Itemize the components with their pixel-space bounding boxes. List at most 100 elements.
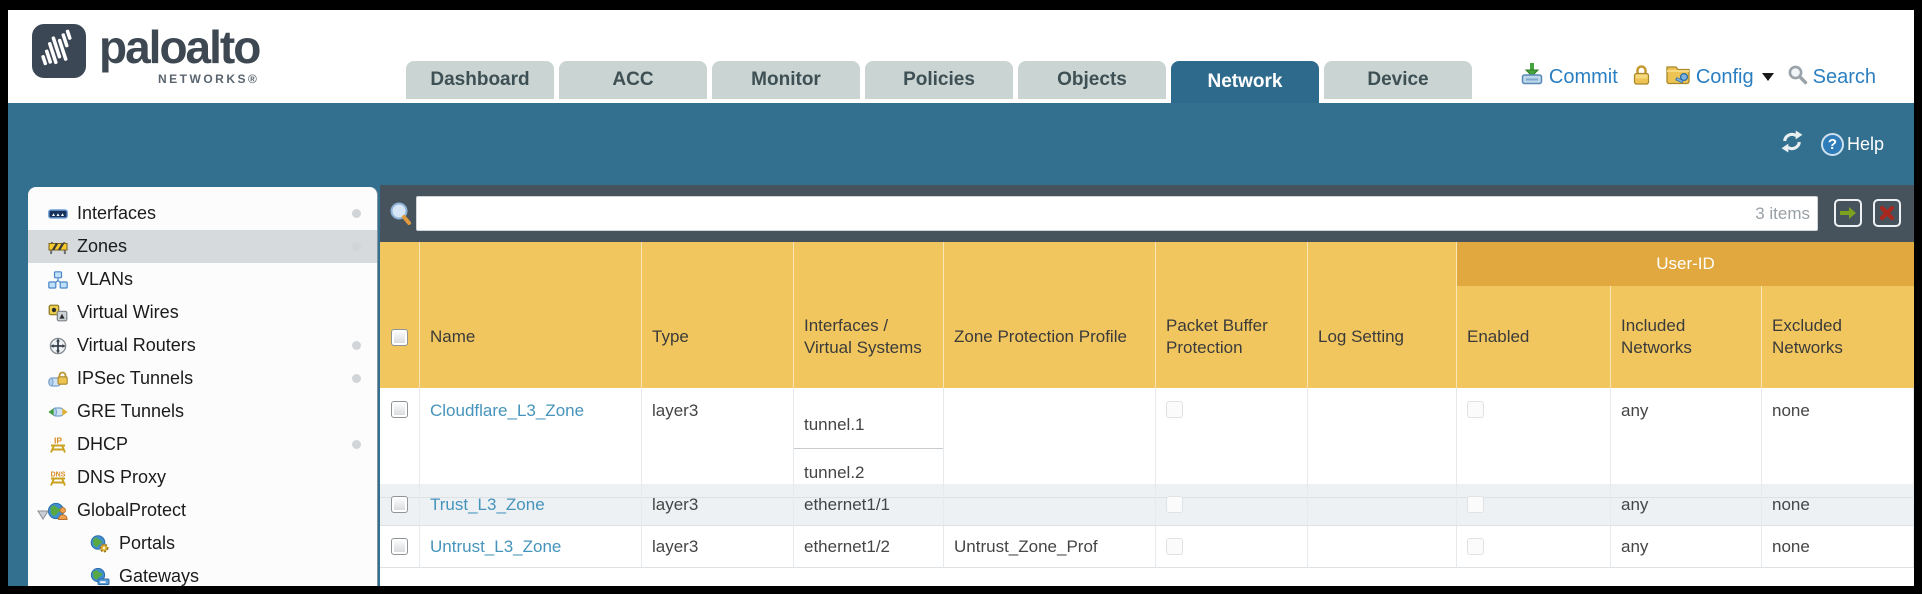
sidebar-item-gateways[interactable]: Gateways bbox=[28, 560, 377, 586]
item-dot bbox=[352, 374, 361, 383]
interface-entry: tunnel.2 bbox=[804, 463, 865, 482]
packet-buffer-checkbox[interactable] bbox=[1166, 538, 1183, 555]
sidebar-item-dns-proxy[interactable]: DNS DNS Proxy bbox=[28, 461, 377, 494]
cell-packet-buffer-protection bbox=[1156, 388, 1308, 498]
filter-input[interactable] bbox=[416, 196, 1818, 231]
dhcp-icon: IP bbox=[48, 436, 68, 454]
sidebar-item-vlans[interactable]: VLANs bbox=[28, 263, 377, 296]
commit-icon bbox=[1520, 62, 1544, 92]
cell-log-setting bbox=[1308, 388, 1457, 498]
cell-interfaces: tunnel.1 tunnel.2 bbox=[794, 388, 944, 498]
cell-excluded-networks: none bbox=[1762, 388, 1914, 498]
cell-included-networks: any bbox=[1611, 526, 1762, 568]
user-id-enabled-checkbox[interactable] bbox=[1467, 538, 1484, 555]
zones-table: User-ID Name Type Interfaces / Virtual S… bbox=[380, 242, 1914, 568]
cell-user-id-enabled bbox=[1457, 484, 1611, 526]
tab-network[interactable]: Network bbox=[1171, 61, 1319, 103]
filter-bar: 3 items bbox=[380, 185, 1914, 242]
sidebar-item-gre-tunnels[interactable]: GRE Tunnels bbox=[28, 395, 377, 428]
zone-name-link[interactable]: Cloudflare_L3_Zone bbox=[430, 401, 585, 420]
cell-zone-protection-profile: Untrust_Zone_Prof bbox=[944, 526, 1156, 568]
clear-filter-button[interactable] bbox=[1873, 199, 1901, 227]
refresh-icon[interactable] bbox=[1779, 130, 1805, 158]
packet-buffer-checkbox[interactable] bbox=[1166, 496, 1183, 513]
sidebar-item-portals[interactable]: Portals bbox=[28, 527, 377, 560]
sidebar-item-globalprotect[interactable]: GlobalProtect bbox=[28, 494, 377, 527]
cell-zone-protection-profile bbox=[944, 388, 1156, 498]
sidebar-item-dhcp[interactable]: IP DHCP bbox=[28, 428, 377, 461]
cell-name: Untrust_L3_Zone bbox=[420, 526, 642, 568]
user-id-enabled-checkbox[interactable] bbox=[1467, 496, 1484, 513]
item-count-label: 3 items bbox=[1755, 204, 1810, 223]
band-toolbar: ? Help bbox=[1779, 103, 1884, 185]
column-header-interfaces[interactable]: Interfaces / Virtual Systems bbox=[794, 242, 944, 388]
tab-dashboard[interactable]: Dashboard bbox=[406, 61, 554, 99]
help-icon: ? bbox=[1820, 132, 1844, 156]
commit-button[interactable]: Commit bbox=[1520, 62, 1618, 92]
zone-name-link[interactable]: Untrust_L3_Zone bbox=[430, 536, 562, 556]
main-tab-bar: Dashboard ACC Monitor Policies Objects N… bbox=[406, 61, 1472, 103]
column-header-log-setting[interactable]: Log Setting bbox=[1308, 242, 1457, 388]
vlans-icon bbox=[48, 270, 68, 289]
column-header-included-networks[interactable]: Included Networks bbox=[1611, 242, 1762, 388]
main-content: 3 items User-ID Name Type Interfac bbox=[380, 185, 1914, 586]
network-sidebar: Interfaces Zones bbox=[28, 187, 378, 586]
sidebar-item-virtual-routers[interactable]: Virtual Routers bbox=[28, 329, 377, 362]
paloalto-logo: paloalto NETWORKS® bbox=[32, 21, 261, 86]
gre-tunnels-icon bbox=[48, 403, 68, 421]
lock-icon[interactable] bbox=[1631, 63, 1652, 92]
column-header-zone-protection-profile[interactable]: Zone Protection Profile bbox=[944, 242, 1156, 388]
interface-entry: tunnel.1 bbox=[794, 401, 943, 449]
sidebar-item-virtual-wires[interactable]: Virtual Wires bbox=[28, 296, 377, 329]
cell-type: layer3 bbox=[642, 484, 794, 526]
globalprotect-icon bbox=[48, 502, 68, 520]
select-all-checkbox[interactable] bbox=[391, 328, 408, 346]
row-checkbox[interactable] bbox=[391, 496, 408, 513]
sidebar-item-ipsec-tunnels[interactable]: IPSec Tunnels bbox=[28, 362, 377, 395]
column-header-enabled[interactable]: Enabled bbox=[1457, 242, 1611, 388]
global-search[interactable]: Search bbox=[1787, 64, 1876, 91]
zone-name-link[interactable]: Trust_L3_Zone bbox=[430, 494, 545, 514]
column-header-packet-buffer-protection[interactable]: Packet Buffer Protection bbox=[1156, 242, 1308, 388]
tab-monitor[interactable]: Monitor bbox=[712, 61, 860, 99]
gateways-icon bbox=[90, 567, 110, 586]
table-row: Trust_L3_Zone layer3 ethernet1/1 any non… bbox=[380, 484, 1914, 526]
cell-included-networks: any bbox=[1611, 484, 1762, 526]
config-icon bbox=[1665, 62, 1691, 92]
filter-search-icon bbox=[389, 201, 413, 232]
interfaces-icon bbox=[48, 205, 68, 223]
packet-buffer-checkbox[interactable] bbox=[1166, 401, 1183, 418]
row-checkbox-cell bbox=[380, 388, 420, 498]
item-dot bbox=[352, 242, 361, 251]
top-bar: paloalto NETWORKS® Dashboard ACC Monitor… bbox=[8, 10, 1914, 103]
tab-objects[interactable]: Objects bbox=[1018, 61, 1166, 99]
virtual-routers-icon bbox=[48, 337, 68, 355]
config-dropdown[interactable]: Config bbox=[1665, 62, 1774, 92]
tab-device[interactable]: Device bbox=[1324, 61, 1472, 99]
sidebar-item-interfaces[interactable]: Interfaces bbox=[28, 197, 377, 230]
tab-policies[interactable]: Policies bbox=[865, 61, 1013, 99]
help-button[interactable]: ? Help bbox=[1820, 132, 1884, 156]
tab-acc[interactable]: ACC bbox=[559, 61, 707, 99]
expander-caret-icon[interactable] bbox=[37, 504, 49, 520]
cell-packet-buffer-protection bbox=[1156, 526, 1308, 568]
header-checkbox-cell bbox=[380, 242, 420, 388]
column-header-excluded-networks[interactable]: Excluded Networks bbox=[1772, 315, 1843, 357]
apply-filter-button[interactable] bbox=[1834, 199, 1862, 227]
table-header-row: User-ID Name Type Interfaces / Virtual S… bbox=[380, 242, 1914, 388]
zones-icon bbox=[48, 238, 68, 256]
row-checkbox-cell bbox=[380, 484, 420, 526]
item-dot bbox=[352, 440, 361, 449]
cell-type: layer3 bbox=[642, 388, 794, 498]
cell-excluded-networks: none bbox=[1762, 484, 1914, 526]
logo-brand-text: paloalto bbox=[99, 21, 261, 73]
column-header-name[interactable]: Name bbox=[420, 242, 642, 388]
cell-zone-protection-profile bbox=[944, 484, 1156, 526]
sidebar-item-zones[interactable]: Zones bbox=[28, 230, 377, 263]
column-header-type[interactable]: Type bbox=[642, 242, 794, 388]
row-checkbox[interactable] bbox=[391, 538, 408, 555]
user-id-enabled-checkbox[interactable] bbox=[1467, 401, 1484, 418]
row-checkbox[interactable] bbox=[391, 401, 408, 418]
user-id-group-header: User-ID bbox=[1457, 242, 1914, 286]
cell-excluded-networks: none bbox=[1762, 526, 1914, 568]
